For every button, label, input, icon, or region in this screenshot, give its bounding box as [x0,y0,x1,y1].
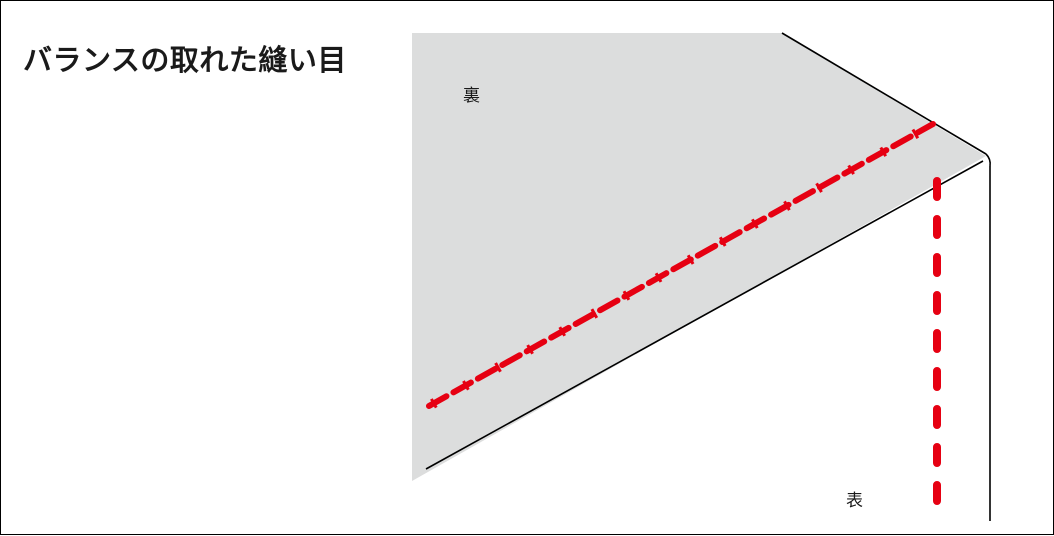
back-side-label: 裏 [463,86,480,106]
figure-title: バランスの取れた縫い目 [23,43,347,77]
stitch-knot [879,146,887,157]
stitch-knot [590,308,599,319]
stitch-knot [430,398,438,409]
stitch-knot [654,272,663,283]
stitch-knot [462,380,470,391]
stitch-line-diagonal [426,121,936,409]
stitch-knot [718,236,727,247]
stitch-knots [430,128,920,409]
stitch-knot [558,326,566,337]
stitch-knot [686,254,695,265]
fold-lower-edge [425,160,984,470]
front-side-label: 表 [846,491,863,511]
fold-top-edge [781,32,987,155]
stitch-knot [494,362,502,373]
stitch-knot [622,290,631,301]
stitch-knot [815,182,823,193]
stitch-knot [911,128,920,139]
stitch-knot [526,344,534,355]
stitch-knot [783,200,791,211]
stitch-knot [751,218,759,229]
fold-corner [985,153,991,167]
stitch-knot [847,164,855,175]
